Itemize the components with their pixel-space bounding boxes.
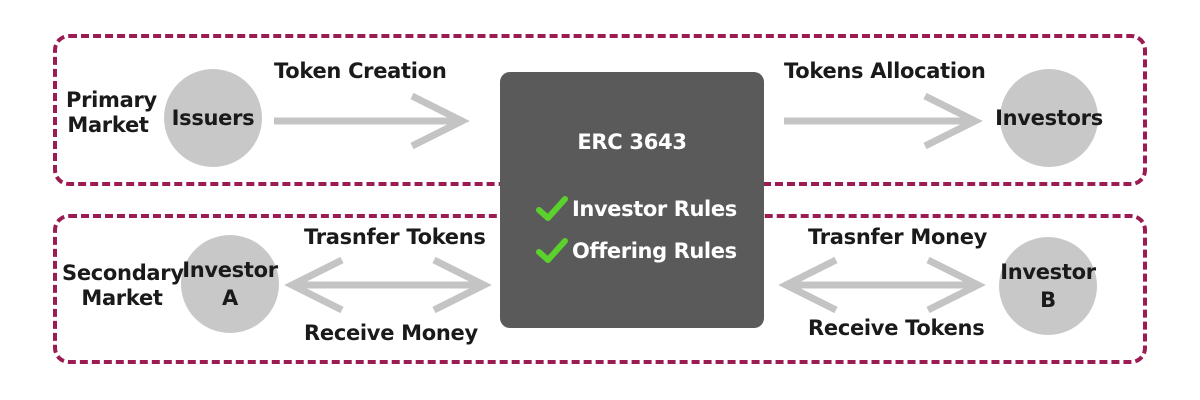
issuers-node: Issuers <box>164 69 262 167</box>
investor-b-double-arrow-right-head <box>926 256 986 314</box>
investor-a-label-line1: Investor <box>182 257 278 282</box>
offering-rules-label: Offering Rules <box>572 239 737 263</box>
receive-tokens-label: Receive Tokens <box>808 316 985 340</box>
tokens-allocation-label: Tokens Allocation <box>784 59 986 83</box>
investors-node: Investors <box>995 69 1103 167</box>
transfer-money-label: Trasnfer Money <box>808 225 988 249</box>
issuers-label: Issuers <box>171 105 255 130</box>
check-icon <box>536 196 568 221</box>
investor-b-double-arrow-left-head <box>778 256 838 314</box>
investor-a-double-arrow-right-head <box>432 256 492 314</box>
check-icon <box>536 238 568 263</box>
secondary-market-label-line2: Market <box>81 286 163 311</box>
secondary-market-label: Secondary Market <box>62 261 184 311</box>
investor-rules-label: Investor Rules <box>572 197 737 221</box>
investor-b-label-line2: B <box>1040 288 1056 312</box>
offering-rules-item: Offering Rules <box>536 237 737 265</box>
receive-money-label: Receive Money <box>304 321 478 345</box>
investor-a-node: Investor A <box>181 235 279 333</box>
token-creation-label: Token Creation <box>274 59 447 83</box>
investor-a-label-line2: A <box>222 286 238 310</box>
secondary-market-label-line1: Secondary <box>62 261 184 285</box>
primary-market-label-line2: Market <box>67 113 149 138</box>
investors-label: Investors <box>995 105 1103 130</box>
tokens-allocation-arrow-head <box>923 92 983 150</box>
erc3643-title: ERC 3643 <box>577 130 687 154</box>
erc3643-box: ERC 3643 Investor Rules Offering Rules <box>500 72 764 328</box>
investor-b-node: Investor B <box>999 237 1097 335</box>
token-creation-arrow-head <box>410 92 470 150</box>
investor-a-double-arrow-left-head <box>284 256 344 314</box>
investor-b-label-line1: Investor <box>1000 259 1096 284</box>
investor-rules-item: Investor Rules <box>536 195 737 223</box>
primary-market-label: Primary Market <box>66 88 157 138</box>
primary-market-label-line1: Primary <box>66 88 157 112</box>
transfer-tokens-label: Trasnfer Tokens <box>304 225 486 249</box>
